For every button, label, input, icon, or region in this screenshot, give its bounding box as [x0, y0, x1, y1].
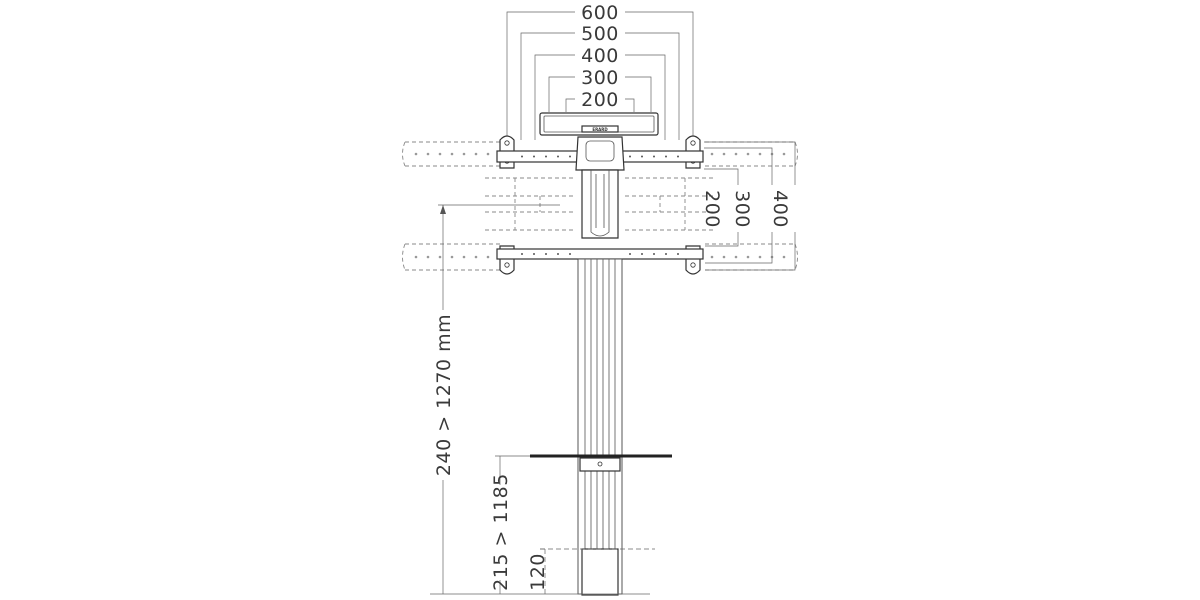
- main-column: [577, 258, 623, 596]
- center-mount-head: [575, 136, 625, 239]
- dim-label-500: 500: [581, 23, 619, 45]
- top-handle-bar: ERARD: [539, 112, 659, 136]
- brand-label: ERARD: [592, 127, 608, 132]
- horizontal-dimension-labels: 600 500 400 300 200: [581, 2, 619, 111]
- height-dimension-labels: 240 > 1270 mm 215 > 1185 120: [433, 314, 549, 591]
- vertical-dimension-lines: [704, 141, 796, 271]
- dim-label-shelf-range: 215 > 1185: [490, 473, 512, 591]
- dim-label-v300: 300: [731, 190, 753, 228]
- dim-label-v200: 200: [701, 190, 723, 228]
- dashed-extension-outlines: [402, 141, 798, 271]
- horizontal-dimension-lines: [506, 11, 694, 140]
- dim-label-height-range: 240 > 1270 mm: [433, 314, 455, 476]
- dim-label-v400: 400: [769, 190, 791, 228]
- shelf: [530, 454, 672, 472]
- dim-label-600: 600: [581, 2, 619, 24]
- dim-label-300: 300: [581, 67, 619, 89]
- dim-label-400: 400: [581, 45, 619, 67]
- vertical-dimension-labels: 200 300 400: [701, 190, 791, 228]
- height-dimension-lines: [430, 204, 655, 595]
- dim-label-base-height: 120: [527, 553, 549, 591]
- dim-label-200: 200: [581, 89, 619, 111]
